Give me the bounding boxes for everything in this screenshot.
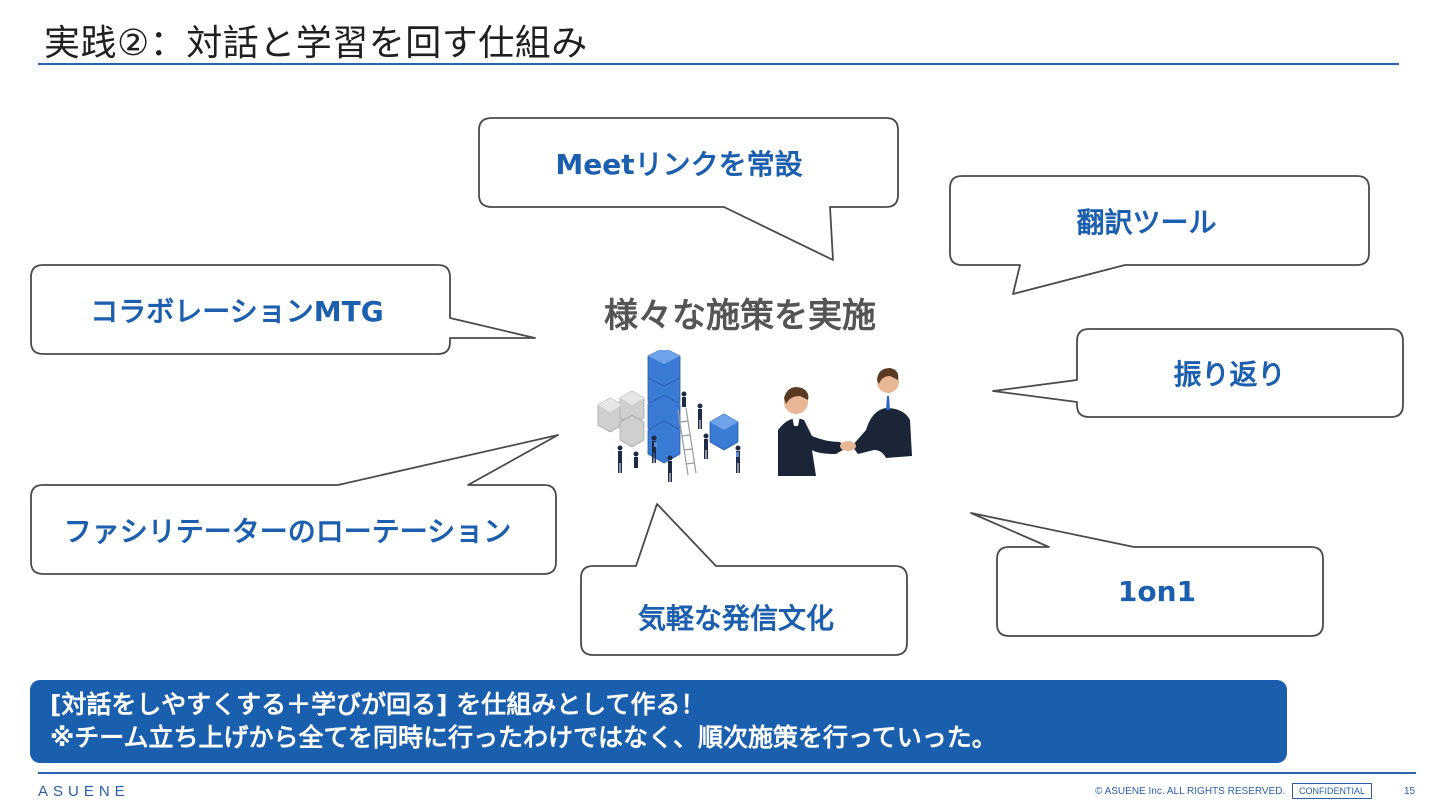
building-blocks-team-illustration — [597, 350, 741, 482]
bubble-one-on-one — [970, 512, 1324, 637]
bubble-label-meet-link: Meetリンクを常設 — [555, 147, 803, 181]
bubble-label-translation-tool: 翻訳ツール — [1076, 205, 1217, 239]
bubble-label-facilitator-rotation: ファシリテーターのローテーション — [63, 514, 512, 548]
bubble-translation-tool — [949, 175, 1370, 295]
banner-line-2: ※チーム立ち上げから全てを同時に行ったわけではなく、順次施策を行っていった。 — [50, 723, 997, 752]
bubble-label-retrospective: 振り返り — [1173, 358, 1286, 391]
bubble-casual-sharing — [580, 503, 908, 656]
title-divider — [38, 63, 1399, 65]
bubble-meet-link — [478, 117, 899, 261]
bubble-label-collaboration-mtg: コラボレーションMTG — [90, 294, 384, 328]
banner-line-1: [対話をしやすくする＋学びが回る] を仕組みとして作る！ — [50, 690, 706, 719]
footer-divider — [38, 772, 1416, 774]
bubble-retrospective — [992, 328, 1404, 418]
summary-banner: [対話をしやすくする＋学びが回る] を仕組みとして作る！ ※チーム立ち上げから全… — [30, 680, 1287, 763]
illustration — [597, 350, 912, 482]
bubble-collaboration-mtg — [30, 264, 536, 355]
confidential-badge: CONFIDENTIAL — [1292, 783, 1372, 799]
handshake-illustration — [778, 368, 912, 476]
copyright-text: © ASUENE Inc. ALL RIGHTS RESERVED. — [1095, 786, 1286, 797]
page-title: 実践②：対話と学習を回す仕組み — [44, 23, 588, 64]
company-logo: ASUENE — [38, 783, 130, 800]
center-heading: 様々な施策を実施 — [604, 296, 876, 336]
bubble-label-casual-sharing: 気軽な発信文化 — [637, 601, 834, 635]
bubble-facilitator-rotation — [30, 434, 559, 575]
page-number: 15 — [1404, 786, 1416, 797]
bubble-label-one-on-one: 1on1 — [1117, 575, 1197, 608]
